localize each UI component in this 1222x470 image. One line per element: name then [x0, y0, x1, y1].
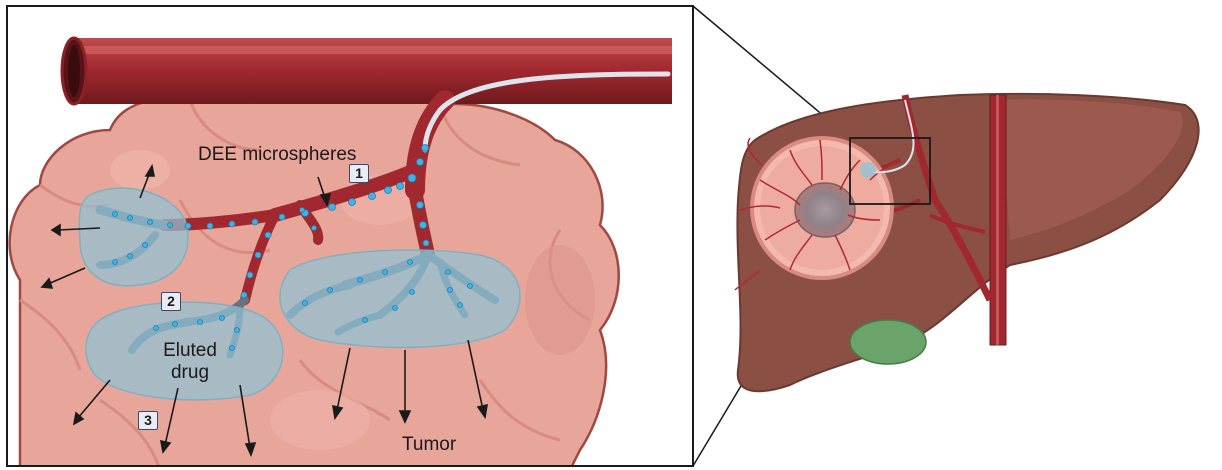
step-marker-3: 3	[138, 411, 158, 430]
step-marker-2: 2	[161, 292, 181, 311]
step-marker-1: 1	[349, 164, 369, 183]
tumor-label: Tumor	[402, 434, 456, 456]
hepatic-artery	[62, 38, 672, 104]
zoom-panel	[7, 6, 693, 470]
eluted-label-line1: Eluted	[150, 340, 230, 362]
liver	[735, 94, 1199, 391]
microspheres-label: DEE microspheres	[198, 144, 356, 166]
gallbladder	[850, 320, 926, 364]
eluted-drug-label: Eluted drug	[150, 340, 230, 384]
eluted-label-line2: drug	[150, 362, 230, 384]
